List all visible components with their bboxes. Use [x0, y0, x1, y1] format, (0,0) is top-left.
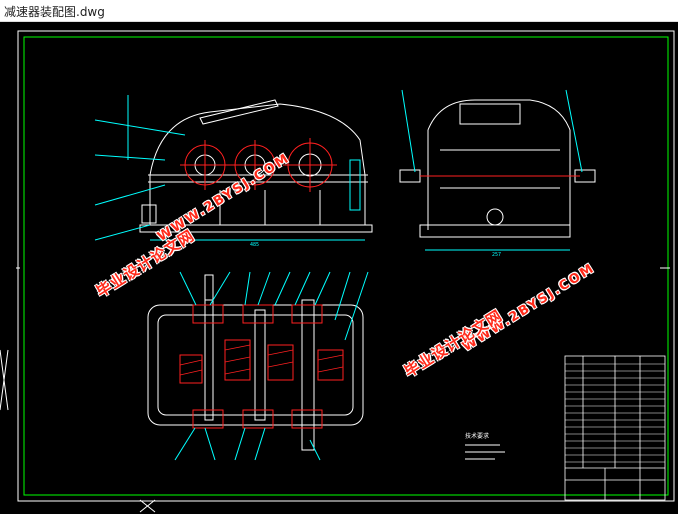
side-dim-label: 485: [250, 242, 259, 248]
notes: [465, 444, 505, 460]
window-title: 减速器装配图.dwg: [4, 5, 105, 19]
title-block-rows: [565, 363, 665, 463]
side-view-callouts: [94, 95, 186, 241]
end-view-callouts: [401, 89, 583, 173]
cad-drawing: 485 257: [0, 30, 675, 513]
notes-heading: 技术要求: [465, 432, 489, 440]
cad-canvas[interactable]: 485 257: [0, 22, 678, 514]
crosshair-marks: [0, 349, 156, 513]
top-view: [147, 274, 364, 451]
top-view-hatch: [179, 344, 344, 376]
title-bar: 减速器装配图.dwg: [0, 0, 678, 22]
end-dim-label: 257: [492, 252, 501, 258]
end-view: [399, 99, 596, 251]
side-view: [139, 99, 373, 241]
sheet-border: [16, 30, 675, 502]
top-view-callouts: [174, 271, 369, 461]
title-block: [564, 355, 666, 501]
